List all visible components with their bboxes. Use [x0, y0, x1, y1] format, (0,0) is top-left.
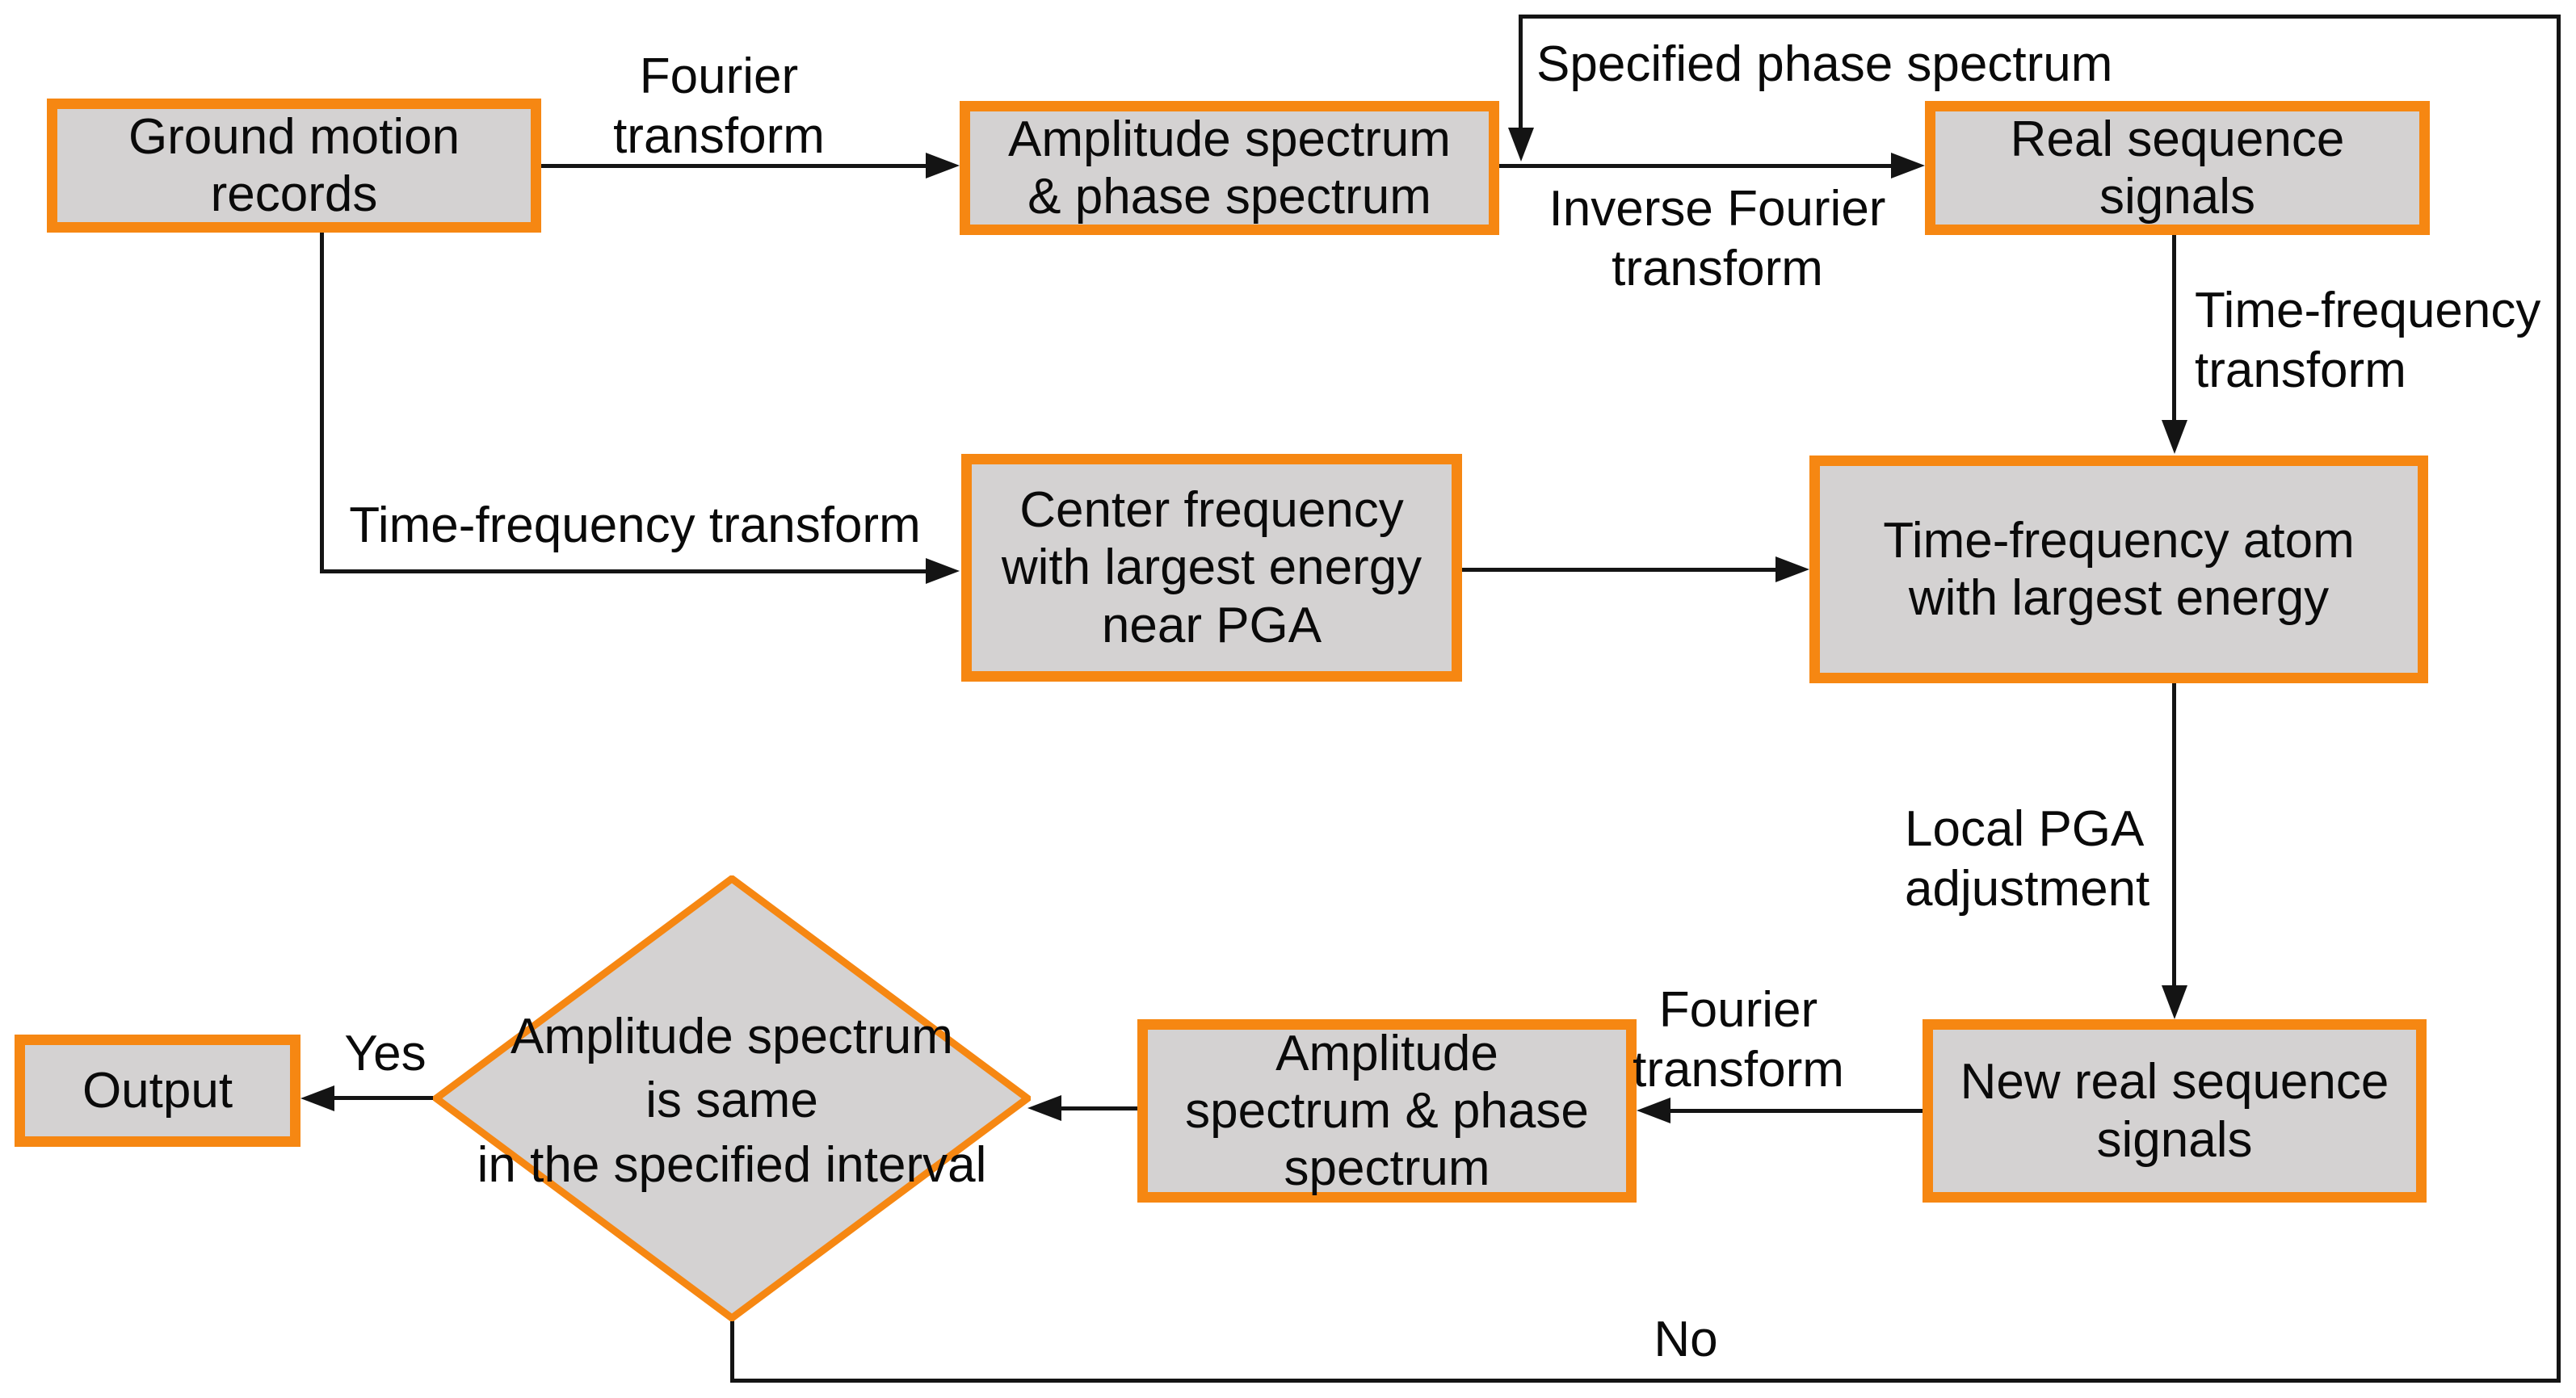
label-no: No: [1654, 1312, 1718, 1367]
label-inverse-fourier-transform: Inverse Fourier transform: [1549, 181, 1886, 297]
node-real-sequence-signals: Real sequence signals: [1925, 101, 2430, 235]
edge-tfatom-to-newreal-line: [2172, 683, 2176, 987]
label-local-pga-adjustment: Local PGA adjustment: [1905, 801, 2150, 917]
node-ground-motion-records: Ground motion records: [47, 99, 541, 233]
node-label: Time-frequency atom with largest energy: [1883, 512, 2355, 626]
arrowhead-right-icon: [1891, 153, 1925, 178]
node-output: Output: [15, 1035, 300, 1147]
arrowhead-left-icon: [1637, 1098, 1670, 1123]
decision-diamond-label: Amplitude spectrum is same in the specif…: [477, 1009, 987, 1193]
label-fourier-transform-bottom: Fourier transform: [1633, 982, 1844, 1098]
node-label: Center frequency with largest energy nea…: [1001, 482, 1422, 653]
node-amplitude-phase-spectrum-top: Amplitude spectrum & phase spectrum: [960, 101, 1499, 235]
node-label: Amplitude spectrum & phase spectrum: [1185, 1025, 1589, 1197]
arrowhead-left-icon: [1027, 1095, 1061, 1121]
edge-no-right-line: [2557, 15, 2561, 1383]
label-fourier-transform-top: Fourier transform: [613, 48, 825, 165]
decision-diamond-shape: [433, 875, 1031, 1321]
arrowhead-left-icon: [300, 1085, 334, 1111]
arrowhead-down-icon: [1508, 128, 1534, 162]
label-specified-phase-spectrum: Specified phase spectrum: [1536, 36, 2113, 92]
arrowhead-right-icon: [1775, 556, 1809, 582]
node-label: Output: [82, 1062, 233, 1119]
edge-ground-to-centerfreq-line: [320, 569, 927, 573]
edge-feedback-stub-line: [1519, 15, 1523, 129]
edge-ground-down-line: [320, 231, 324, 573]
node-label: Real sequence signals: [2010, 111, 2345, 225]
edge-centerfreq-to-tfatom-line: [1462, 568, 1777, 572]
label-time-frequency-transform-left: Time-frequency transform: [349, 497, 921, 553]
edge-newreal-to-amplitude-line: [1670, 1109, 1923, 1113]
arrowhead-right-icon: [926, 153, 960, 178]
node-new-real-sequence-signals: New real sequence signals: [1923, 1019, 2427, 1203]
node-label: Ground motion records: [128, 108, 460, 222]
edge-amplitude-to-decision-line: [1061, 1106, 1137, 1110]
label-yes: Yes: [344, 1026, 427, 1081]
arrowhead-right-icon: [926, 558, 960, 584]
arrowhead-down-icon: [2162, 420, 2187, 454]
edge-ground-to-amplitude-line: [541, 164, 929, 168]
edge-realseq-to-tfatom-line: [2172, 234, 2176, 422]
node-label: New real sequence signals: [1960, 1054, 2389, 1168]
node-center-frequency: Center frequency with largest energy nea…: [961, 454, 1462, 682]
node-time-frequency-atom: Time-frequency atom with largest energy: [1809, 456, 2428, 683]
edge-no-bottom-line: [730, 1379, 2561, 1383]
label-time-frequency-transform-right: Time-frequency transform: [2195, 283, 2541, 399]
edge-no-stub-line: [730, 1318, 734, 1383]
node-label: Amplitude spectrum & phase spectrum: [1008, 111, 1451, 225]
edge-no-top-line: [1519, 15, 2561, 19]
node-amplitude-phase-spectrum-bottom: Amplitude spectrum & phase spectrum: [1137, 1019, 1637, 1203]
edge-yes-line: [334, 1096, 436, 1100]
arrowhead-down-icon: [2162, 985, 2187, 1019]
edge-amplitude-to-realseq-line: [1499, 164, 1892, 168]
